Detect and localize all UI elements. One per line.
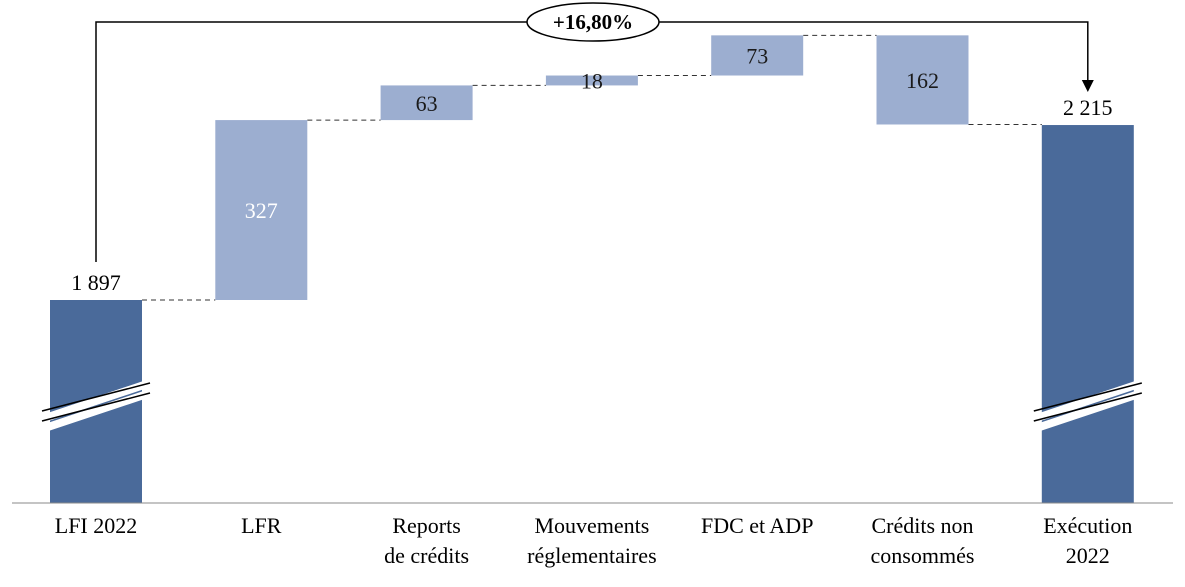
category-label-6-line0: Exécution [1043, 513, 1132, 538]
growth-annotation: +16,80% [95, 2, 1094, 262]
category-label-3-line0: Mouvements [534, 513, 649, 538]
category-label-3-line1: réglementaires [527, 543, 657, 568]
data-labels: 1 897 327 63 18 73 162 2 215 [71, 43, 1112, 295]
axis-break-marks [40, 379, 1144, 433]
data-label-2: 63 [416, 91, 438, 116]
bars [50, 35, 1134, 503]
category-label-2-line0: Reports [392, 513, 460, 538]
annotation-text: +16,80% [553, 10, 633, 34]
break-line-6-10 [1033, 392, 1142, 422]
break-line-6-0 [1033, 382, 1142, 412]
data-label-3: 18 [581, 68, 603, 93]
break-gap-0-0 [40, 379, 152, 423]
annotation-arrowhead [1081, 80, 1094, 93]
category-label-2-line1: de crédits [384, 543, 469, 568]
break-gap-6-0 [1032, 379, 1144, 423]
bar-4 [711, 35, 804, 76]
data-label-1: 327 [245, 198, 278, 223]
category-labels: LFI 2022 LFR Reports de crédits Mouvements ré… [55, 513, 1133, 568]
category-label-0: LFI 2022 [55, 513, 138, 538]
data-label-5: 162 [906, 68, 939, 93]
category-label-6-line1: 2022 [1066, 543, 1110, 568]
category-label-5-line1: consommés [871, 543, 975, 568]
break-line-0-10 [41, 392, 151, 422]
category-label-1: LFR [241, 513, 282, 538]
bar-3 [545, 75, 638, 86]
break-line-0-0 [41, 382, 151, 412]
bar-1 [215, 120, 308, 301]
data-label-6: 2 215 [1063, 95, 1113, 120]
data-label-0: 1 897 [71, 270, 121, 295]
category-label-4: FDC et ADP [701, 513, 813, 538]
bar-5 [876, 35, 969, 125]
break-gap-0-10 [40, 389, 152, 433]
bar-6 [1041, 125, 1134, 503]
data-label-4: 73 [746, 43, 768, 68]
category-label-5-line0: Crédits non [871, 513, 973, 538]
annotation-oval [526, 2, 660, 42]
connector-lines [142, 34, 1042, 301]
bar-2 [380, 85, 473, 121]
break-gap-6-10 [1032, 389, 1144, 433]
